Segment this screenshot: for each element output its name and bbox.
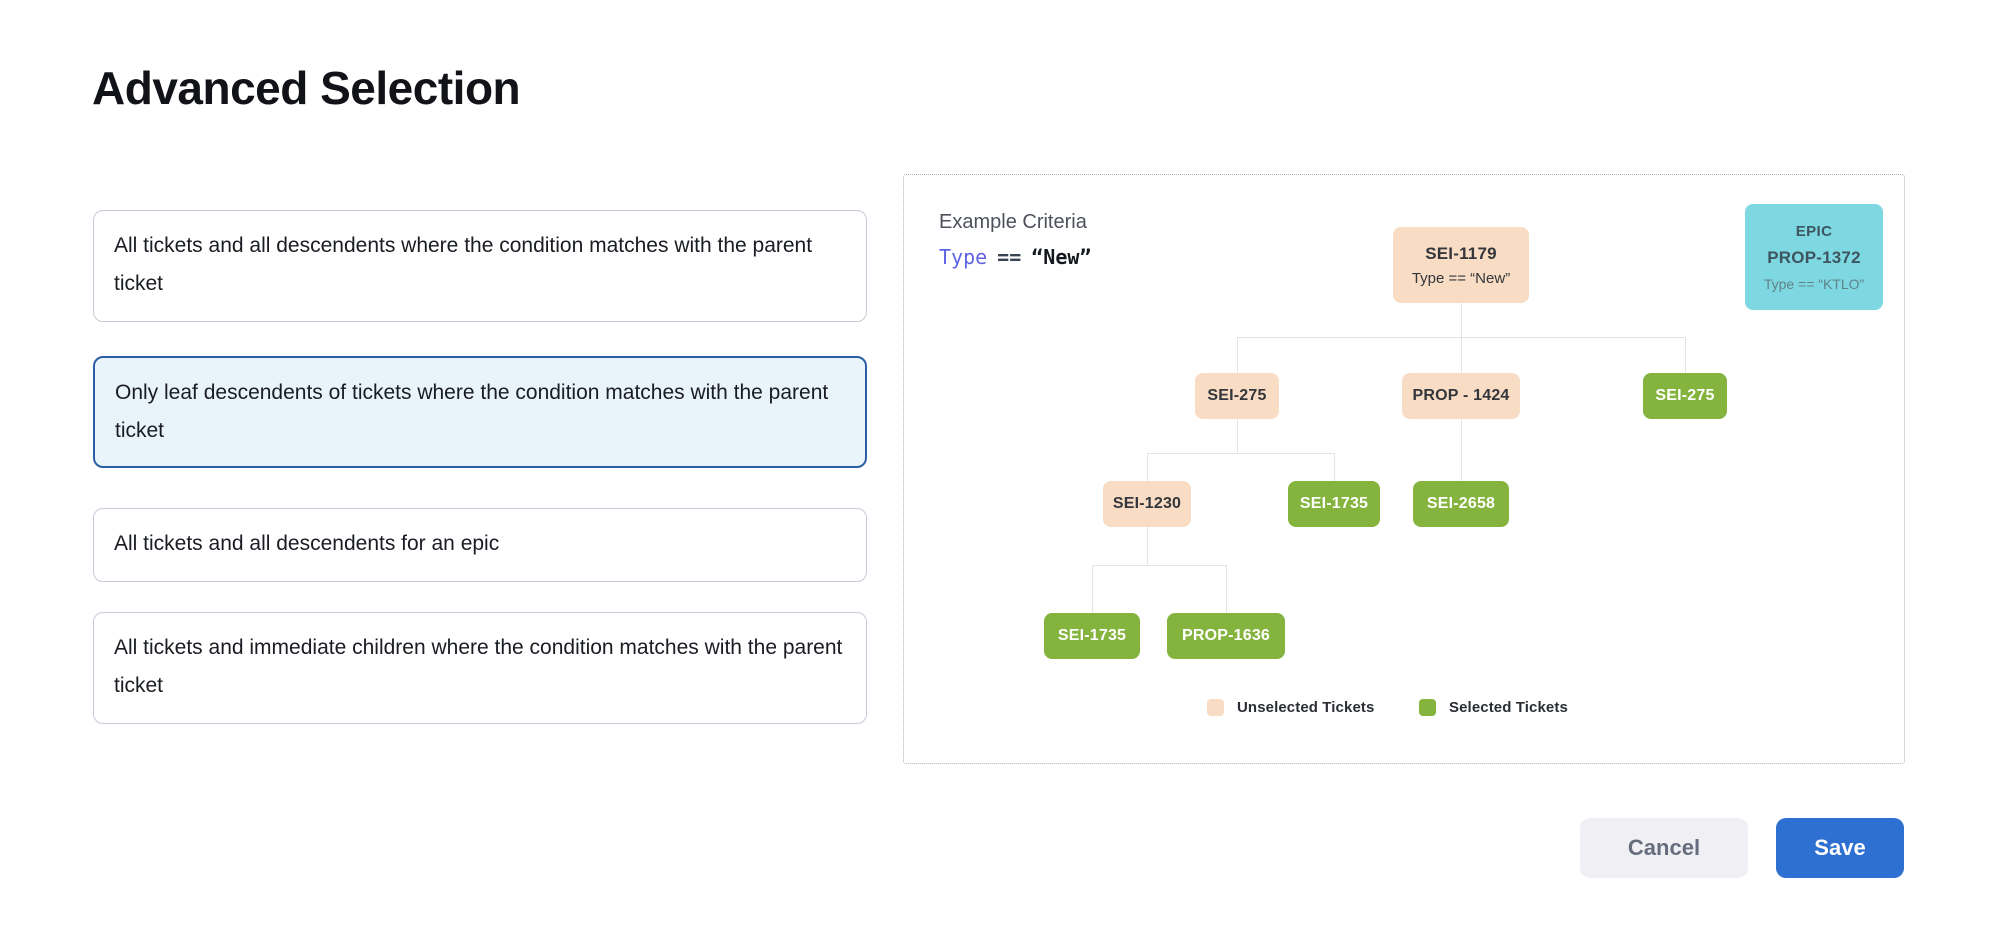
node-sei-1230: SEI-1230 — [1103, 481, 1191, 527]
node-id-label: SEI-1230 — [1112, 495, 1182, 512]
connector-line — [1237, 337, 1685, 338]
example-criteria-label: Example Criteria — [939, 211, 1087, 233]
cancel-button[interactable]: Cancel — [1580, 818, 1748, 878]
node-sei-1735-leaf: SEI-1735 — [1044, 613, 1140, 659]
legend-selected-label: Selected Tickets — [1449, 699, 1568, 716]
connector-line — [1461, 419, 1462, 481]
connector-line — [1461, 303, 1462, 373]
node-id-label: SEI-275 — [1655, 387, 1715, 404]
node-id-label: SEI-1179 — [1425, 243, 1497, 263]
node-sei-1735-mid: SEI-1735 — [1288, 481, 1380, 527]
node-epic-prop-1372: EPIC PROP-1372 Type == “KTLO” — [1745, 204, 1883, 310]
criteria-value: “New” — [1031, 245, 1092, 269]
connector-line — [1147, 453, 1334, 454]
connector-line — [1092, 565, 1226, 566]
connector-line — [1237, 337, 1238, 373]
option-label: All tickets and immediate children where… — [114, 636, 843, 697]
legend-unselected-label: Unselected Tickets — [1237, 699, 1375, 716]
epic-kind-label: EPIC — [1795, 222, 1833, 240]
epic-condition-label: Type == “KTLO” — [1763, 275, 1865, 292]
node-id-label: PROP-1636 — [1181, 627, 1271, 644]
node-condition-label: Type == “New” — [1411, 269, 1511, 287]
page-title: Advanced Selection — [92, 62, 521, 114]
node-id-label: SEI-275 — [1207, 387, 1267, 404]
connector-line — [1334, 453, 1335, 481]
option-all-descendents-condition[interactable]: All tickets and all descendents where th… — [93, 210, 867, 322]
connector-line — [1092, 565, 1093, 613]
option-only-leaf-descendents[interactable]: Only leaf descendents of tickets where t… — [93, 356, 867, 468]
example-criteria-expression: Type == “New” — [939, 245, 1091, 269]
option-immediate-children-condition[interactable]: All tickets and immediate children where… — [93, 612, 867, 724]
legend-unselected-swatch — [1207, 699, 1224, 716]
connector-line — [1237, 419, 1238, 453]
legend-unselected: Unselected Tickets — [1207, 699, 1374, 716]
criteria-field: Type — [939, 245, 988, 269]
connector-line — [1226, 565, 1227, 613]
example-diagram-panel: Example Criteria Type == “New” EPIC PROP-1… — [903, 174, 1905, 764]
save-button[interactable]: Save — [1776, 818, 1904, 878]
node-prop-1636: PROP-1636 — [1167, 613, 1285, 659]
option-label: Only leaf descendents of tickets where t… — [115, 381, 829, 442]
legend-selected-swatch — [1419, 699, 1436, 716]
connector-line — [1147, 527, 1148, 565]
node-sei-275-selected: SEI-275 — [1643, 373, 1727, 419]
option-label: All tickets and all descendents for an e… — [114, 532, 500, 555]
node-id-label: SEI-1735 — [1299, 495, 1369, 512]
option-all-descendents-epic[interactable]: All tickets and all descendents for an e… — [93, 508, 867, 582]
criteria-operator: == — [997, 245, 1022, 269]
legend-selected: Selected Tickets — [1419, 699, 1568, 716]
node-id-label: SEI-2658 — [1426, 495, 1496, 512]
node-prop-1424: PROP - 1424 — [1402, 373, 1520, 419]
option-label: All tickets and all descendents where th… — [114, 234, 813, 295]
node-sei-275-unselected: SEI-275 — [1195, 373, 1279, 419]
node-sei-2658: SEI-2658 — [1413, 481, 1509, 527]
connector-line — [1147, 453, 1148, 481]
node-id-label: PROP - 1424 — [1412, 387, 1510, 404]
node-id-label: SEI-1735 — [1057, 627, 1127, 644]
connector-line — [1685, 337, 1686, 373]
node-sei-1179: SEI-1179 Type == “New” — [1393, 227, 1529, 303]
epic-id-label: PROP-1372 — [1767, 247, 1861, 267]
